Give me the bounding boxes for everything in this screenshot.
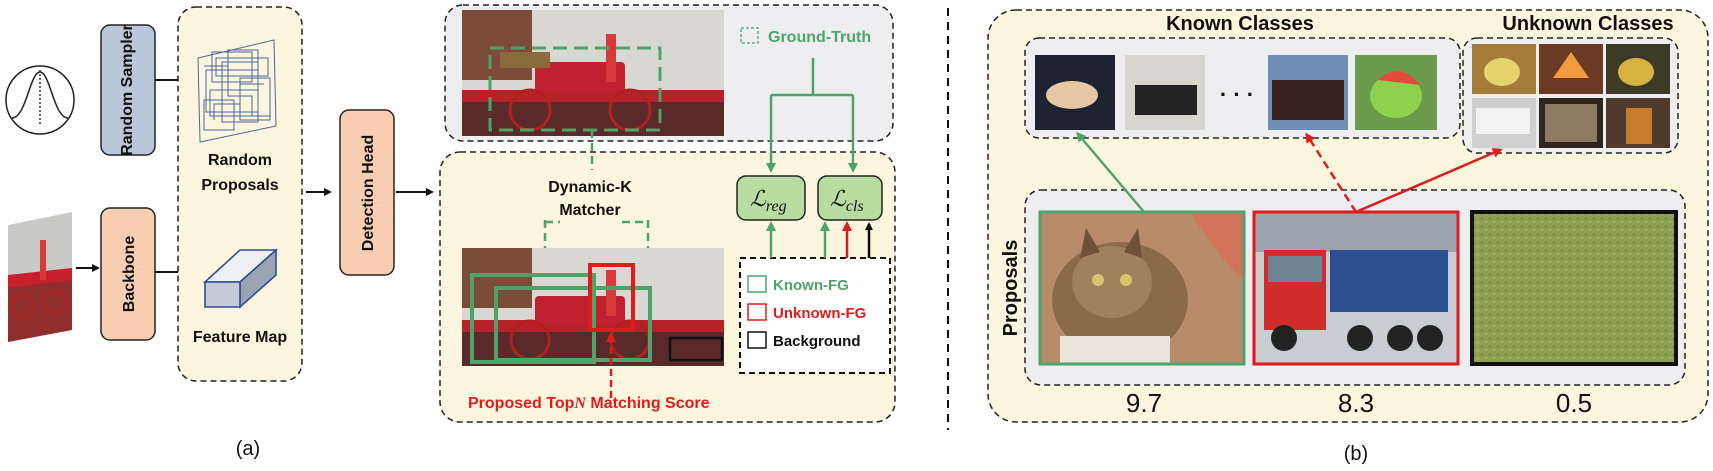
detection-head-box: Detection Head	[339, 109, 395, 276]
ground-truth-label: Ground-Truth	[768, 29, 871, 46]
loss-cls-symbol: ℒ	[830, 186, 847, 211]
ground-truth-box	[488, 46, 662, 132]
matching-score-label: Proposed TopN Matching Score	[468, 395, 710, 412]
loss-cls-sub: cls	[846, 198, 864, 215]
score-n: N	[573, 395, 587, 412]
cat-to-known-arrow	[1076, 131, 1145, 213]
known-class-thumbnails: · · ·	[1035, 55, 1437, 130]
random-proposals-label-1: Random	[208, 152, 272, 169]
random-proposals-label-2: Proposals	[201, 177, 278, 194]
loss-reg-sub: reg	[766, 198, 787, 215]
unknown-class-thumbnails	[1472, 44, 1670, 148]
proposal-feature-panel	[177, 6, 303, 382]
caption-b: (b)	[1344, 443, 1368, 465]
matcher-label-2: Matcher	[559, 202, 620, 219]
score-suffix: Matching Score	[586, 395, 710, 412]
loss-input-arrows	[766, 221, 873, 258]
unknown-fg-legend-label: Unknown-FG	[773, 305, 866, 322]
svg-text:ℒcls: ℒcls	[830, 186, 864, 215]
backbone-label: Backbone	[121, 236, 138, 313]
score-prefix: Proposed Top	[468, 395, 575, 412]
random-sampler-box: Random Sampler	[100, 24, 156, 156]
known-fg-legend-swatch	[747, 275, 767, 293]
score-background: 0.5	[1556, 388, 1592, 418]
loss-reg-box: ℒreg	[736, 175, 806, 221]
truck-proposal	[1254, 212, 1458, 364]
ground-truth-arrows	[766, 58, 858, 173]
background-legend-label: Background	[773, 333, 861, 350]
score-truck: 8.3	[1338, 388, 1374, 418]
known-fg-legend-label: Known-FG	[773, 277, 849, 294]
known-classes-ellipsis: · · ·	[1220, 82, 1254, 107]
cat-proposal-box	[1038, 210, 1246, 366]
truck-to-unknown-arrow	[1355, 148, 1503, 214]
svg-text:ℒreg: ℒreg	[750, 186, 787, 215]
background-proposal	[1470, 210, 1678, 366]
background-legend-swatch	[747, 331, 767, 349]
known-fg-proposal-boxes	[470, 273, 652, 364]
input-image-thumbnail	[8, 212, 72, 342]
cuboid-icon	[202, 248, 279, 309]
detection-head-label: Detection Head	[360, 135, 377, 251]
known-classes-title: Known Classes	[1166, 13, 1314, 35]
ground-truth-legend-swatch	[740, 27, 759, 44]
cat-proposal	[1040, 212, 1244, 364]
ground-truth-image	[462, 10, 724, 136]
proposals-label: Proposals	[1000, 240, 1022, 337]
truck-to-known-arrow	[1305, 132, 1358, 213]
backbone-box: Backbone	[100, 207, 156, 341]
loss-cls-box: ℒcls	[817, 175, 883, 221]
gaussian-curve-icon	[5, 65, 75, 135]
proposal-legend-box	[739, 257, 891, 374]
random-boxes-icon	[197, 39, 277, 143]
caption-a: (a)	[236, 438, 260, 460]
score-cat: 9.7	[1126, 388, 1162, 418]
unknown-classes-title: Unknown Classes	[1502, 13, 1673, 35]
feature-map-label: Feature Map	[193, 329, 287, 346]
random-sampler-label: Random Sampler	[119, 24, 136, 156]
unknown-fg-legend-swatch	[747, 303, 767, 321]
matcher-label-1: Dynamic-K	[548, 179, 632, 196]
background-proposal-box	[668, 336, 724, 362]
unknown-fg-proposal-box	[588, 263, 635, 332]
loss-reg-symbol: ℒ	[750, 186, 767, 211]
